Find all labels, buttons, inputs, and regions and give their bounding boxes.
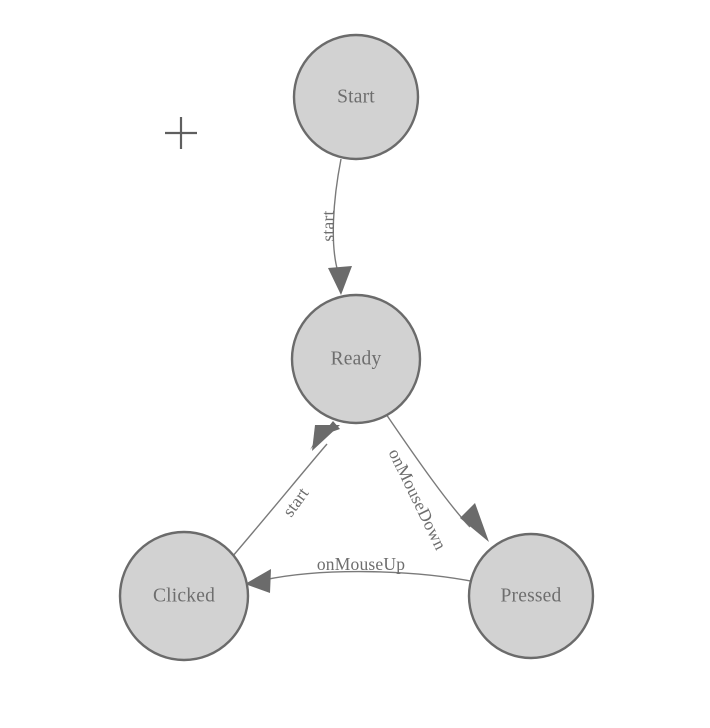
edge-start-to-ready-path xyxy=(332,158,342,273)
edge-start-to-ready[interactable] xyxy=(328,158,352,295)
edge-label-start-to-ready: start xyxy=(318,210,338,241)
node-pressed-circle xyxy=(467,532,595,660)
edge-clicked-to-ready-path xyxy=(231,443,328,558)
edge-clicked-to-ready[interactable] xyxy=(231,421,340,558)
node-start[interactable]: Start xyxy=(292,33,420,161)
node-ready-circle xyxy=(290,293,422,425)
node-ready-label: Ready xyxy=(331,348,382,369)
edge-ready-to-pressed-arrowhead xyxy=(460,503,489,542)
node-start-circle xyxy=(292,33,420,161)
edge-pressed-to-clicked[interactable] xyxy=(245,569,477,593)
node-ready[interactable]: Ready xyxy=(290,293,422,425)
node-pressed-label: Pressed xyxy=(501,585,562,606)
node-pressed[interactable]: Pressed xyxy=(467,532,595,660)
edge-pressed-to-clicked-arrowhead xyxy=(245,569,271,593)
node-clicked-circle xyxy=(118,530,250,662)
node-clicked[interactable]: Clicked xyxy=(118,530,250,662)
edge-start-to-ready-arrowhead xyxy=(328,266,352,295)
edge-label-ready-to-pressed: onMouseDown xyxy=(385,445,451,553)
node-start-label: Start xyxy=(337,86,375,107)
node-clicked-label: Clicked xyxy=(153,585,215,606)
edge-label-clicked-to-ready: start xyxy=(278,483,312,520)
edge-label-pressed-to-clicked: onMouseUp xyxy=(317,554,405,574)
edge-ready-to-pressed[interactable] xyxy=(385,413,489,542)
plus-marker-icon[interactable] xyxy=(165,117,197,149)
edge-clicked-to-ready-arrowhead-solid xyxy=(312,425,340,451)
edge-pressed-to-clicked-path xyxy=(263,570,477,583)
